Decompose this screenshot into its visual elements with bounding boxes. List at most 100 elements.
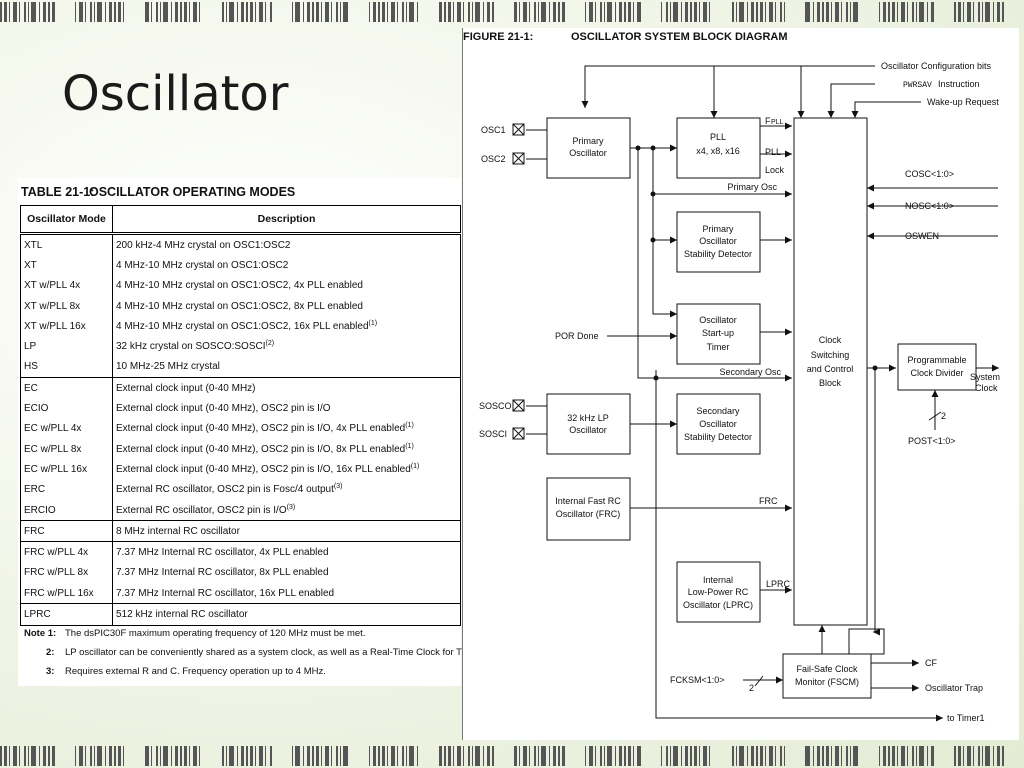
block-label: Switching	[811, 350, 850, 360]
barcode-bar	[615, 746, 616, 766]
barcode-bar	[600, 746, 602, 766]
barcode-bar	[90, 2, 92, 22]
input-label: COSC<1:0>	[905, 169, 954, 179]
barcode-bar	[160, 746, 161, 766]
barcode-bar	[739, 746, 744, 766]
barcode-bar	[472, 2, 473, 22]
barcode-bar	[736, 746, 737, 766]
barcode-bar	[673, 746, 678, 766]
barcode-bar	[912, 2, 914, 22]
barcode-bar	[387, 2, 388, 22]
barcode-bar	[892, 746, 895, 766]
description-text: 8 MHz internal RC oscillator	[116, 525, 240, 537]
barcode-bar	[784, 746, 785, 766]
barcode-bar	[31, 2, 36, 22]
barcode-bar	[378, 2, 380, 22]
barcode-bar	[760, 746, 763, 766]
barcode-bar	[817, 746, 820, 766]
input-label: PWRSAV	[903, 81, 932, 90]
barcode-bar	[780, 746, 782, 766]
barcode-bar	[604, 746, 605, 766]
footnote-ref: (1)	[368, 319, 378, 327]
description-cell: External RC oscillator, OSC2 pin is I/O(…	[112, 499, 461, 521]
barcode-bar	[448, 746, 451, 766]
barcode-bar	[52, 2, 55, 22]
barcode-bar	[558, 2, 560, 22]
barcode-bar	[514, 746, 517, 766]
barcode-bar	[519, 2, 520, 22]
barcode-bar	[303, 2, 304, 22]
description-cell: 7.37 MHz Internal RC oscillator, 16x PLL…	[112, 583, 461, 604]
barcode-bar	[444, 2, 446, 22]
barcode-bar	[193, 2, 197, 22]
signal-label: Lock	[765, 165, 785, 175]
barcode-bar	[171, 746, 172, 766]
block-label: Internal Fast RC	[555, 496, 621, 506]
barcode-bar	[79, 746, 83, 766]
block-diagram-panel: FIGURE 21-1: OSCILLATOR SYSTEM BLOCK DIA…	[462, 28, 1019, 740]
barcode-bar	[331, 2, 332, 22]
barcode-bar	[94, 2, 95, 22]
barcode-bar	[229, 746, 234, 766]
barcode-bar	[321, 746, 322, 766]
block-label: Oscillator	[569, 425, 607, 435]
block-label: Primary	[703, 224, 734, 234]
block-label: Timer	[707, 342, 730, 352]
barcode-bar	[145, 746, 149, 766]
block-label: Clock	[819, 335, 842, 345]
barcode-bar	[637, 2, 641, 22]
barcode-bar	[189, 2, 190, 22]
barcode-bar	[406, 2, 407, 22]
description-text: 4 MHz-10 MHz crystal on OSC1:OSC2, 16x P…	[116, 320, 369, 332]
barcode-bar	[534, 746, 536, 766]
barcode-bar	[931, 746, 934, 766]
barcode-bar	[670, 746, 671, 766]
mode-cell: XT	[20, 255, 113, 276]
footnote-ref: (2)	[265, 340, 275, 348]
barcode-bar	[180, 2, 182, 22]
bottom-decorative-barcode-strip	[0, 744, 1024, 768]
lp-oscillator-block	[546, 393, 631, 455]
barcode-bar	[534, 2, 536, 22]
block-label: Monitor (FSCM)	[795, 677, 859, 687]
barcode-bar	[916, 2, 917, 22]
barcode-bar	[382, 746, 385, 766]
barcode-bar	[336, 2, 338, 22]
barcode-bar	[607, 2, 612, 22]
barcode-bar	[265, 746, 266, 766]
barcode-bar	[694, 746, 697, 766]
description-text: 10 MHz-25 MHz crystal	[116, 361, 220, 373]
footnote-ref: (1)	[405, 442, 414, 450]
barcode-bar	[784, 2, 785, 22]
footnote-ref: (3)	[286, 503, 296, 511]
barcode-bar	[973, 2, 974, 22]
description-cell: External clock input (0-40 MHz)	[112, 377, 461, 399]
barcode-bar	[229, 2, 234, 22]
barcode-bar	[853, 2, 858, 22]
barcode-bar	[826, 2, 829, 22]
barcode-bar	[316, 746, 319, 766]
barcode-bar	[453, 746, 454, 766]
barcode-bar	[919, 746, 924, 766]
barcode-bar	[538, 2, 539, 22]
barcode-bar	[246, 746, 248, 766]
barcode-bar	[775, 2, 776, 22]
signal-label: F	[765, 116, 771, 126]
barcode-bar	[321, 2, 322, 22]
description-cell: 512 kHz internal RC oscillator	[112, 603, 461, 626]
description-text: External clock input (0-40 MHz), OSC2 pi…	[116, 463, 411, 475]
barcode-bar	[685, 2, 688, 22]
mode-cell: EC w/PLL 8x	[20, 438, 113, 460]
barcode-bar	[690, 2, 692, 22]
barcode-bar	[769, 2, 773, 22]
description-text: External clock input (0-40 MHz), OSC2 pi…	[116, 443, 406, 455]
barcode-bar	[600, 2, 602, 22]
barcode-bar	[487, 746, 490, 766]
barcode-bar	[523, 2, 527, 22]
mode-cell: ECIO	[20, 398, 113, 419]
mode-cell: EC w/PLL 4x	[20, 418, 113, 439]
barcode-bar	[919, 2, 924, 22]
